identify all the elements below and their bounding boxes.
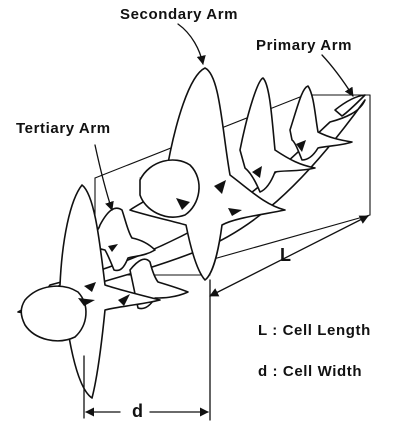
label-secondary-arm: Secondary Arm: [120, 6, 238, 23]
label-primary-arm: Primary Arm: [256, 37, 352, 54]
dimension-L-symbol: L: [280, 245, 292, 266]
label-tertiary-arm: Tertiary Arm: [16, 120, 111, 137]
legend-cell-length: L : Cell Length: [258, 322, 371, 339]
legend-cell-width: d : Cell Width: [258, 363, 362, 380]
dimension-d-symbol: d: [128, 401, 148, 422]
